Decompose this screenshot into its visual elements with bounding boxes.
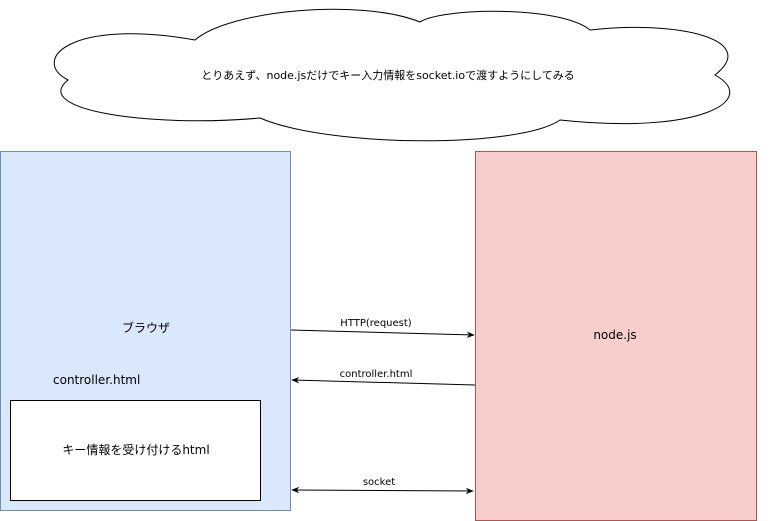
socket-arrow-line: [291, 486, 474, 495]
server-label: node.js: [593, 328, 636, 342]
cloud-shape: [53, 8, 731, 142]
controller-file-label: controller.html: [53, 373, 140, 387]
browser-label: ブラウザ: [122, 320, 170, 335]
request-arrow-line: [290, 329, 475, 339]
cloud-text: とりあえず、node.jsだけでキー入力情報をsocket.ioで渡すようにして…: [201, 68, 574, 82]
response-arrow-label: controller.html: [340, 369, 413, 380]
html-page-rect: [10, 400, 261, 501]
server-box: node.js: [475, 151, 757, 521]
note-cloud: とりあえず、node.jsだけでキー入力情報をsocket.ioで渡すようにして…: [53, 8, 731, 142]
response-arrow: controller.html: [291, 369, 476, 386]
html-page-label: キー情報を受け付けるhtml: [62, 443, 209, 457]
socket-arrow: socket: [291, 477, 474, 495]
response-arrow-line: [291, 376, 476, 386]
request-arrow: HTTP(request): [290, 318, 475, 339]
socket-arrow-label: socket: [363, 477, 395, 488]
request-arrow-label: HTTP(request): [340, 318, 412, 329]
server-rect: [475, 151, 757, 521]
browser-box: ブラウザ controller.html キー情報を受け付けるhtml: [0, 151, 291, 511]
